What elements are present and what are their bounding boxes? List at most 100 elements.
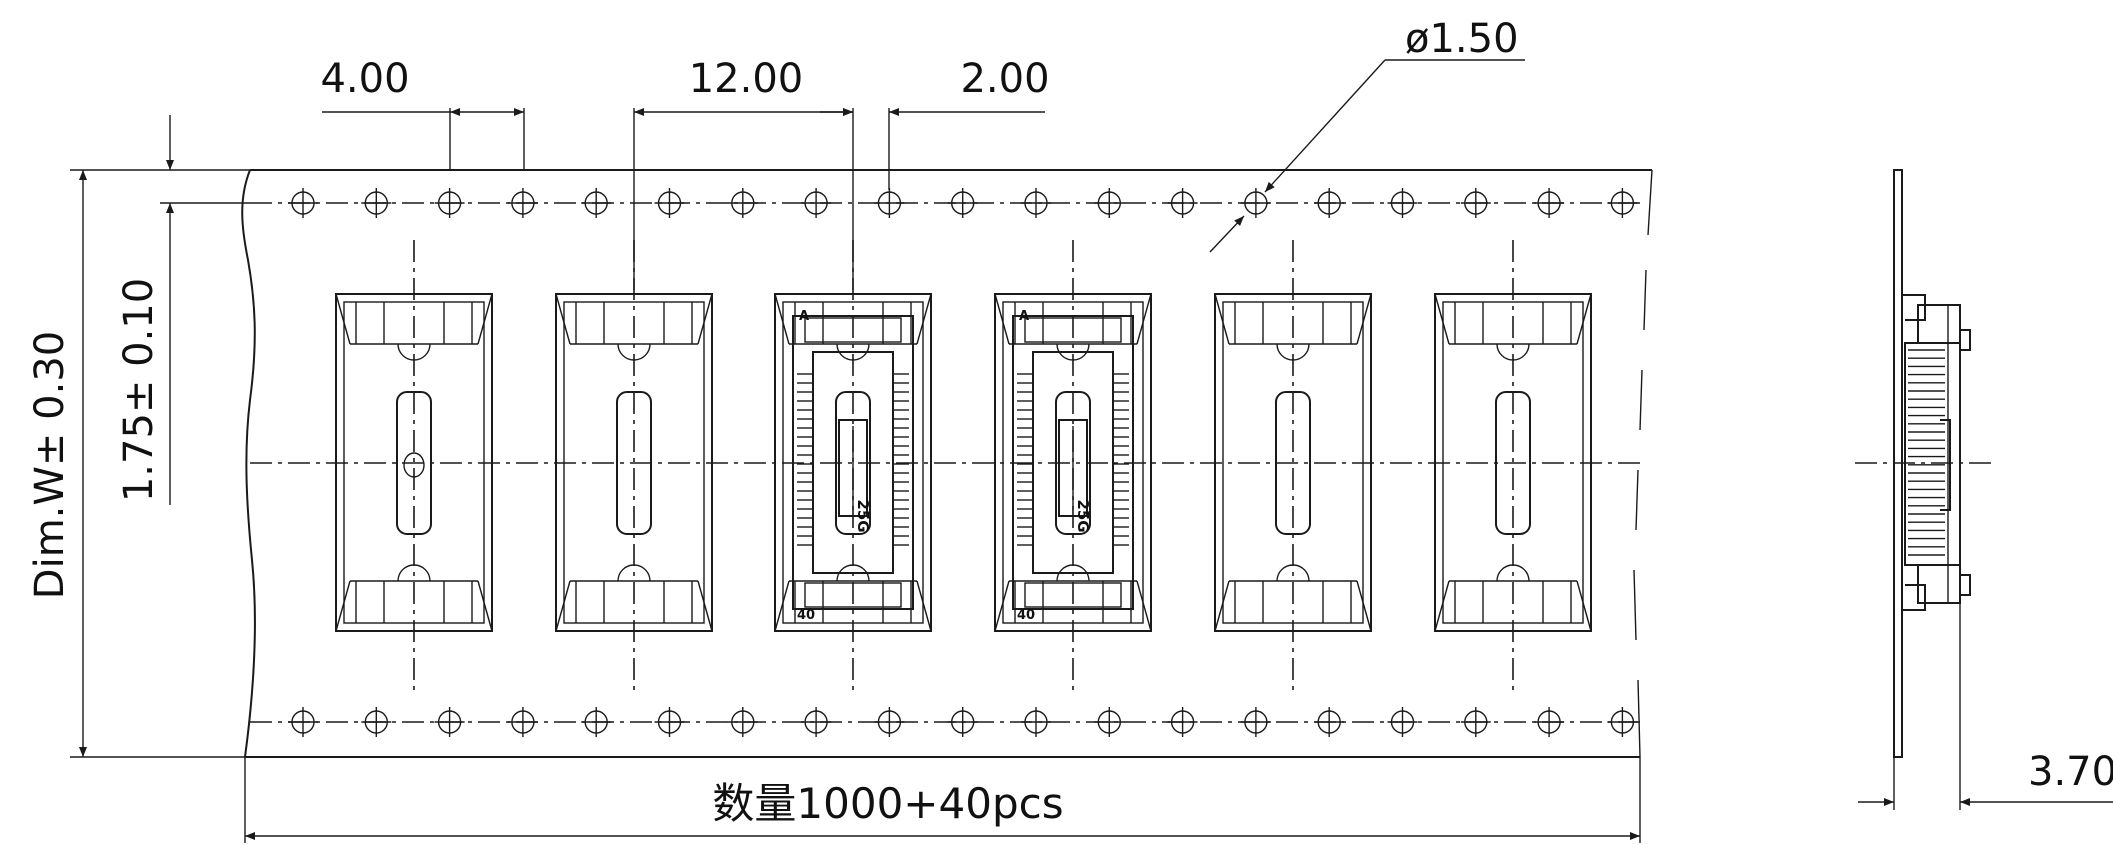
sprocket-hole <box>874 188 905 218</box>
part-mark-label: 25G <box>1074 499 1092 532</box>
pocket-outline <box>555 293 713 632</box>
pocket-empty <box>335 240 493 690</box>
sprocket-hole <box>727 707 758 737</box>
dimension-hole-diameter-label: ø1.50 <box>1405 16 1519 62</box>
sprocket-hole <box>654 707 685 737</box>
connector-body <box>792 315 914 610</box>
pocket-chamfer <box>994 293 1152 632</box>
sprocket-hole <box>507 188 538 218</box>
connector-end-cap <box>1024 582 1122 608</box>
dimension-hole-diameter: ø1.50 <box>1209 16 1525 253</box>
dimension-pitch-small: 4.00 <box>320 56 525 170</box>
connector-end-cap <box>804 317 902 343</box>
sprocket-hole <box>1240 188 1271 218</box>
pocket-outline <box>335 293 493 632</box>
sprocket-hole <box>874 707 905 737</box>
pocket-chamfer <box>335 293 493 632</box>
connector: A 40 25G <box>792 309 914 623</box>
dimension-hole-row-offset: 1.75± 0.10 <box>116 115 250 505</box>
dimension-pitch-pocket-label: 12.00 <box>689 56 804 102</box>
connector-housing <box>812 351 894 574</box>
sprocket-hole-row-bottom <box>250 707 1645 737</box>
dimension-pitch-small-label: 4.00 <box>320 56 409 102</box>
pocket-inner-frame <box>563 301 705 624</box>
connector-center-bar <box>838 419 868 517</box>
pocket-notch <box>1056 564 1090 582</box>
pocket-center-slot <box>835 391 871 535</box>
sprocket-hole <box>1021 188 1051 218</box>
sprocket-hole <box>1534 188 1565 218</box>
dimension-hole-row-offset-label: 1.75± 0.10 <box>116 278 162 502</box>
dimension-offset: 2.00 <box>820 56 1050 190</box>
dimension-thickness-label: 3.70 <box>2028 749 2113 795</box>
pocket-notch <box>617 343 651 361</box>
pocket-notch <box>617 564 651 582</box>
sprocket-hole <box>1021 707 1051 737</box>
pocket-center-slot <box>396 391 432 535</box>
pocket-inner-frame <box>1222 301 1364 624</box>
pocket-center-slot <box>1495 391 1531 535</box>
pocket-notch <box>1496 343 1530 361</box>
dimension-tape-width-label: Dim.W± 0.30 <box>27 331 73 599</box>
dimension-tape-width: Dim.W± 0.30 <box>27 169 250 758</box>
sprocket-hole <box>288 707 318 737</box>
pocket-empty <box>555 240 713 690</box>
pocket-chamfer <box>1434 293 1592 632</box>
connector-end-cap <box>1024 317 1122 343</box>
carrier-tape <box>241 169 1653 758</box>
pocket-chamfer <box>555 293 713 632</box>
pocket-outline <box>774 293 932 632</box>
pin-end-label: 40 <box>1017 608 1035 623</box>
pin-end-label: 40 <box>797 608 815 623</box>
sprocket-hole <box>361 707 392 737</box>
sprocket-hole <box>1094 188 1125 218</box>
pin-start-label: A <box>1019 309 1029 324</box>
pocket-loaded: A 40 25G <box>774 240 932 690</box>
side-view-pins <box>1908 349 1945 556</box>
pocket-chamfer <box>774 293 932 632</box>
pocket-center-slot <box>1275 391 1311 535</box>
pocket-row: A 40 25G A 40 25G <box>250 240 1645 690</box>
part-mark-label: 25G <box>854 499 872 532</box>
sprocket-hole <box>947 707 978 737</box>
sprocket-hole <box>1094 707 1125 737</box>
sprocket-hole <box>1387 188 1418 218</box>
sprocket-hole-row-top <box>250 188 1645 218</box>
pocket-notch <box>397 343 431 361</box>
pocket-mark <box>403 452 425 478</box>
pocket-notch <box>1496 564 1530 582</box>
pocket-notch <box>1276 343 1310 361</box>
sprocket-hole <box>434 188 465 218</box>
sprocket-hole <box>1607 707 1638 737</box>
pin-start-label: A <box>799 309 809 324</box>
pocket-inner-frame <box>1442 301 1584 624</box>
sprocket-hole <box>288 188 318 218</box>
pocket-notch <box>397 564 431 582</box>
sprocket-hole <box>1534 707 1565 737</box>
sprocket-hole <box>1387 707 1418 737</box>
pocket-outline <box>1434 293 1592 632</box>
sprocket-hole <box>801 188 832 218</box>
pocket-center-slot <box>616 391 652 535</box>
pocket-outline <box>1214 293 1372 632</box>
connector: A 40 25G <box>1012 309 1134 623</box>
pocket-loaded: A 40 25G <box>994 240 1152 690</box>
sprocket-hole <box>1607 188 1638 218</box>
dimension-pitch-pocket: 12.00 <box>633 56 854 290</box>
dimension-quantity: 数量1000+40pcs <box>244 757 1641 843</box>
pocket-outline <box>994 293 1152 632</box>
connector-body <box>1012 315 1134 610</box>
sprocket-hole <box>581 188 612 218</box>
pocket-inner-frame <box>1002 301 1144 624</box>
sprocket-hole <box>1240 707 1271 737</box>
side-view: 3.70 <box>1855 169 2113 810</box>
pocket-notch <box>1276 564 1310 582</box>
pocket-empty <box>1434 240 1592 690</box>
pocket-notch <box>836 564 870 582</box>
connector-center-bar <box>1058 419 1088 517</box>
sprocket-hole <box>1167 707 1198 737</box>
sprocket-hole <box>1167 188 1198 218</box>
connector-end-cap <box>804 582 902 608</box>
quantity-label: 数量1000+40pcs <box>712 779 1063 828</box>
